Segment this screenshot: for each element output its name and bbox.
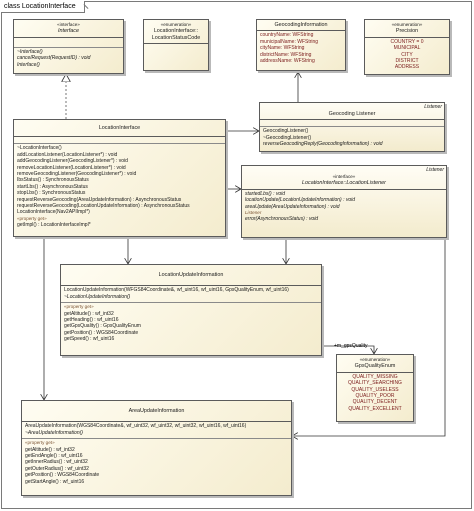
method: requestReverseGeocoding(AreaUpdateInform… bbox=[17, 196, 182, 203]
attribute: municipalName: WFString bbox=[260, 38, 319, 45]
association-role-label: +m_gpsQuality bbox=[334, 343, 368, 349]
enum-value: QUALITY_DECENT bbox=[352, 399, 398, 406]
stereotype: «interface» bbox=[57, 22, 80, 27]
interface-class[interactable]: «interface» Interface ~Interface() cance… bbox=[13, 19, 124, 74]
geocoding-listener-class[interactable]: Listener Geocoding Listener GeocodingLis… bbox=[259, 102, 445, 152]
property-get-label: «property get» bbox=[64, 304, 94, 310]
method: getImpl() : LocationInterfaceImpl* bbox=[17, 222, 91, 229]
method: error(AsynchronousStatus) : void bbox=[245, 216, 319, 223]
method: getEndAngle() : wf_uint16 bbox=[25, 453, 83, 460]
class-name: AreaUpdateInformation bbox=[128, 408, 185, 414]
stereotype: «enumeration» bbox=[160, 22, 192, 27]
stereotype: «enumeration» bbox=[359, 357, 391, 362]
location-update-information-class[interactable]: LocationUpdateInformation LocationUpdate… bbox=[60, 264, 322, 356]
listener-badge: Listener bbox=[426, 167, 444, 173]
class-name: Interface bbox=[58, 28, 79, 35]
location-listener-class[interactable]: Listener «interface» LocationInterface::… bbox=[241, 165, 447, 238]
method: removeLocationListener(LocationListener*… bbox=[17, 164, 126, 171]
method: ~Interface() bbox=[17, 48, 43, 55]
class-name: LocationInterface bbox=[98, 125, 141, 131]
method: stopLbs() : SynchronousStatus bbox=[17, 190, 86, 197]
enum-location-status-code[interactable]: «enumeration» LocationInterface:: Locati… bbox=[143, 19, 209, 71]
method: Interface() bbox=[17, 61, 40, 68]
method: getGpsQuality() : GpsQualityEnum bbox=[64, 323, 141, 330]
attribute: cityName: WFString bbox=[260, 45, 305, 52]
method: getPosition() : WGS84Coordinate bbox=[64, 329, 139, 336]
enum-value: QUALITY_MISSING bbox=[352, 373, 398, 380]
property-get-label: «property get» bbox=[25, 440, 55, 446]
attribute: districtName: WFString bbox=[260, 51, 312, 58]
method: getStartAngle() : wf_uint16 bbox=[25, 478, 85, 485]
enum-value: QUALITY_USELESS bbox=[351, 386, 399, 393]
method: removeGeocodingListener(GeocodingListene… bbox=[17, 171, 137, 178]
method: getHeading() : wf_uint16 bbox=[64, 317, 119, 324]
method: getInnerRadius() : wf_uint32 bbox=[25, 459, 88, 466]
attribute: addressName: WFString bbox=[260, 58, 315, 65]
method: LocationInterface(Nav2APIImpl*) bbox=[17, 209, 90, 216]
property-get-label: «property get» bbox=[17, 215, 47, 221]
method: ~AreaUpdateInformation() bbox=[25, 429, 83, 436]
enum-gps-quality[interactable]: «enumeration» GpsQualityEnum QUALITY_MIS… bbox=[336, 354, 414, 422]
method: getAltitude() : wf_int32 bbox=[25, 446, 75, 453]
method: getPosition() : WGS84Coordinate bbox=[25, 472, 100, 479]
location-interface-class[interactable]: LocationInterface ~LocationInterface() a… bbox=[13, 119, 226, 237]
enum-value: ADDRESS bbox=[394, 64, 420, 71]
attribute: countryName: WFString bbox=[260, 32, 314, 39]
method: addGeocodingListener(GeocodingListener*)… bbox=[17, 158, 128, 165]
class-name: LocationUpdateInformation bbox=[158, 272, 224, 278]
method: reverseGeocodingReply(GeocodingInformati… bbox=[263, 141, 383, 148]
dependency-connector bbox=[292, 238, 446, 436]
geocoding-information-class[interactable]: GeocodingInformation countryName: WFStri… bbox=[256, 19, 346, 71]
method: IbsStatus() : SynchronousStatus bbox=[17, 177, 89, 184]
listener-badge: Listener bbox=[424, 104, 442, 110]
class-name: Precision bbox=[395, 28, 419, 35]
method: cancelRequest(RequestID) : void bbox=[17, 55, 91, 62]
method: ~LocationInterface() bbox=[17, 145, 62, 152]
method: ~LocationUpdateInformation() bbox=[64, 293, 131, 300]
association-connector bbox=[322, 345, 374, 354]
frame-label: class LocationInterface bbox=[1, 1, 85, 13]
class-name: Geocoding Listener bbox=[328, 111, 376, 117]
class-name: LocationInterface::LocationListener bbox=[302, 180, 386, 187]
enum-value: COUNTRY = 0 bbox=[390, 38, 424, 45]
area-update-information-class[interactable]: AreaUpdateInformation AreaUpdateInformat… bbox=[21, 400, 292, 496]
method: getOuterRadius() : wf_uint32 bbox=[25, 465, 89, 472]
method: getAltitude() : wf_int32 bbox=[64, 310, 114, 317]
method: startedLbs() : void bbox=[245, 190, 286, 197]
class-name: LocationStatusCode bbox=[151, 34, 201, 41]
enum-value: QUALITY_SEARCHING bbox=[348, 380, 402, 387]
stereotype: «enumeration» bbox=[391, 22, 423, 27]
class-name: GeocodingInformation bbox=[274, 22, 328, 28]
enum-value: QUALITY_EXCELLENT bbox=[348, 405, 402, 412]
method: getSpeed() : wf_uint16 bbox=[64, 336, 115, 343]
method: locationUpdate(LocationUpdateInformation… bbox=[245, 197, 356, 204]
method: startLbs() : AsynchronousStatus bbox=[17, 183, 88, 190]
listener-section-label: Listener bbox=[245, 210, 262, 216]
method: requestReverseGeocoding(LocationUpdateIn… bbox=[17, 203, 190, 210]
method: GeocodingListener() bbox=[263, 128, 309, 135]
enum-precision[interactable]: «enumeration» Precision COUNTRY = 0 MUNI… bbox=[364, 19, 450, 75]
enum-value: CITY bbox=[401, 51, 413, 58]
enum-value: MUNICIPAL bbox=[393, 45, 421, 52]
stereotype: «interface» bbox=[332, 174, 356, 179]
enum-value: QUALITY_POOR bbox=[355, 393, 395, 400]
method: addLocationListener(LocationListener*) :… bbox=[17, 151, 118, 158]
class-name: GpsQualityEnum bbox=[354, 363, 396, 370]
method: areaUpdate(AreaUpdateInformation) : void bbox=[245, 203, 340, 210]
enum-value: DISTRICT bbox=[395, 58, 419, 65]
class-name: LocationInterface:: bbox=[153, 28, 199, 35]
method: AreaUpdateInformation(WGS84Coordinate&, … bbox=[25, 423, 247, 430]
method: LocationUpdateInformation(WFGS84Coordina… bbox=[64, 287, 289, 294]
method: ~GeocodingListener() bbox=[263, 134, 312, 141]
